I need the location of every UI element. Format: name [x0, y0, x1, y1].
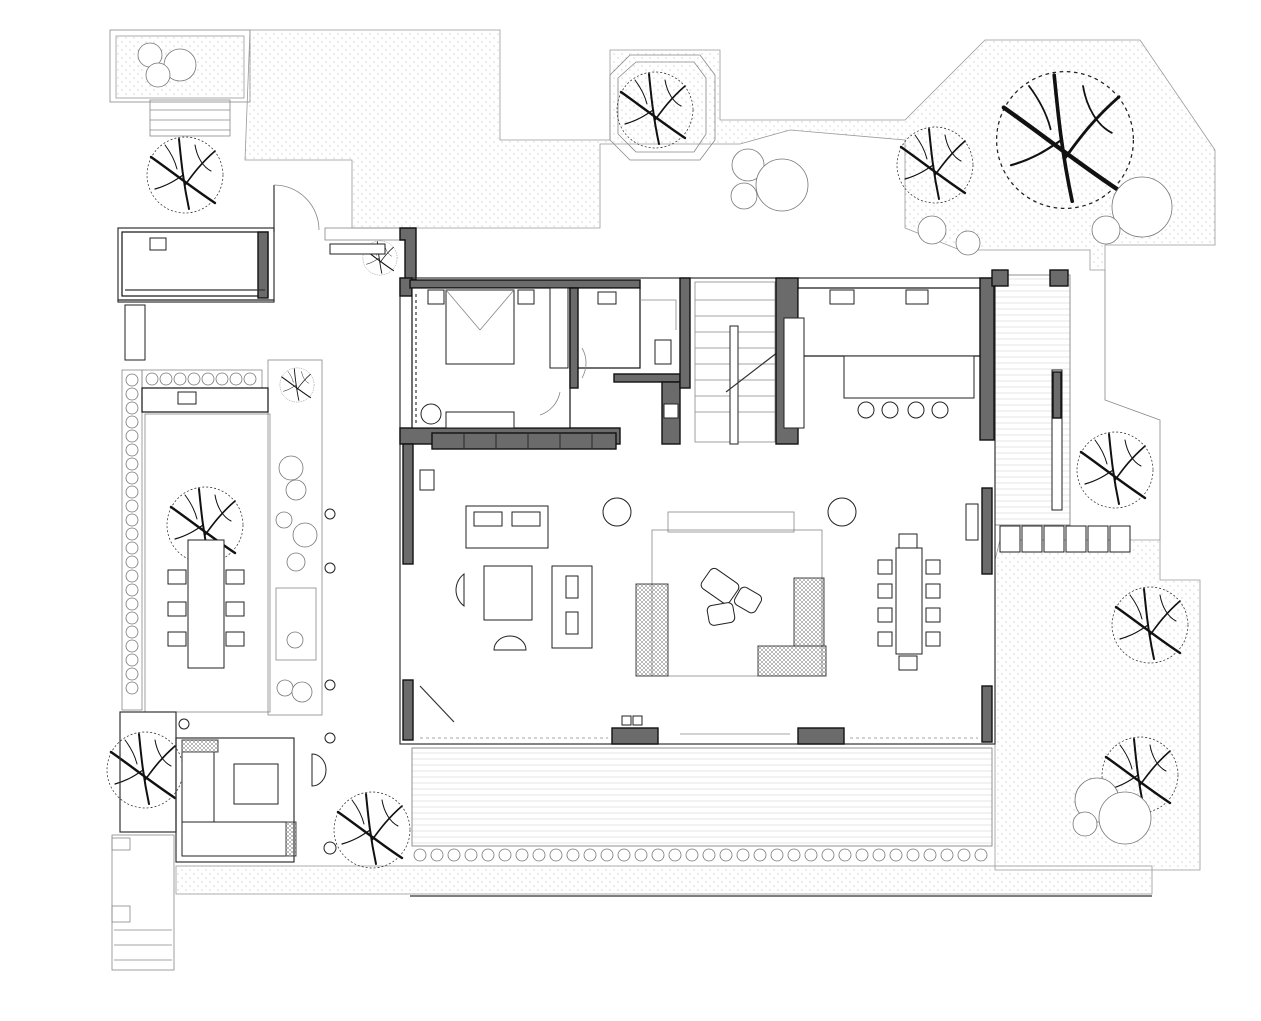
- tree-icon: [332, 790, 412, 870]
- main-house: [399, 269, 1131, 745]
- tree-icon: [279, 367, 315, 403]
- site-landscape: [109, 29, 1216, 971]
- shrubs: [121, 42, 1173, 862]
- tree-icon: [145, 135, 225, 215]
- left-wing: [117, 184, 417, 863]
- tree-icon: [1075, 430, 1155, 510]
- tree-icon: [105, 730, 185, 810]
